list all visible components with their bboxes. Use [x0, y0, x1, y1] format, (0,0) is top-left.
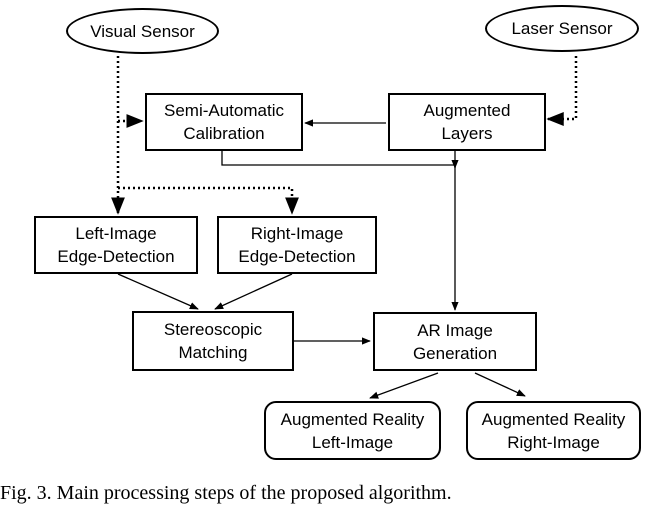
node-left-image-edge-detection: Left-Image Edge-Detection	[34, 216, 198, 274]
node-ar-image-generation: AR Image Generation	[373, 312, 537, 371]
node-laser-sensor-label: Laser Sensor	[511, 19, 613, 38]
edge-generation-to-left-output	[369, 372, 439, 399]
flow-diagram	[111, 56, 578, 399]
node-right-image-edge-detection: Right-Image Edge-Detection	[217, 216, 377, 274]
node-right-edge-line-1: Right-Image	[250, 224, 344, 243]
node-ar-left-line-2: Left-Image	[311, 432, 394, 452]
node-calibration-line-1: Semi-Automatic	[164, 101, 284, 120]
node-ar-left-image: Augmented Reality Left-Image	[264, 401, 441, 460]
edge-generation-to-right-output	[474, 372, 526, 397]
node-layers-line-2: Layers	[441, 124, 493, 143]
node-generation-line-2: Generation	[412, 343, 498, 363]
node-augmented-layers: Augmented Layers	[388, 93, 546, 151]
node-ar-right-line-2: Right-Image	[507, 432, 600, 452]
node-matching-line-1: Stereoscopic	[163, 320, 263, 339]
node-right-edge-line-2: Edge-Detection	[238, 247, 356, 266]
node-stereoscopic-matching: Stereoscopic Matching	[132, 311, 294, 371]
node-visual-sensor: Visual Sensor	[66, 8, 219, 54]
node-ar-left-line-1: Augmented Reality	[280, 409, 425, 429]
node-left-edge-line-2: Edge-Detection	[57, 247, 175, 266]
figure-caption: Fig. 3. Main processing steps of the pro…	[0, 482, 452, 504]
node-matching-line-2: Matching	[178, 343, 248, 362]
node-left-edge-line-1: Left-Image	[75, 224, 157, 243]
edge-left-to-matching	[117, 273, 199, 310]
node-generation-line-1: AR Image	[417, 320, 493, 340]
edge-calibration-to-generation	[221, 151, 459, 169]
node-semi-automatic-calibration: Semi-Automatic Calibration	[145, 93, 303, 151]
node-calibration-line-2: Calibration	[183, 124, 265, 143]
node-laser-sensor: Laser Sensor	[485, 5, 639, 52]
node-visual-sensor-label: Visual Sensor	[90, 21, 195, 41]
node-layers-line-1: Augmented	[423, 101, 511, 120]
edge-laser-to-layers	[546, 56, 578, 126]
node-ar-right-image: Augmented Reality Right-Image	[466, 401, 641, 460]
edge-visual-to-right-edge	[118, 186, 299, 215]
node-ar-right-line-1: Augmented Reality	[481, 409, 626, 429]
edge-right-to-matching	[214, 273, 293, 310]
